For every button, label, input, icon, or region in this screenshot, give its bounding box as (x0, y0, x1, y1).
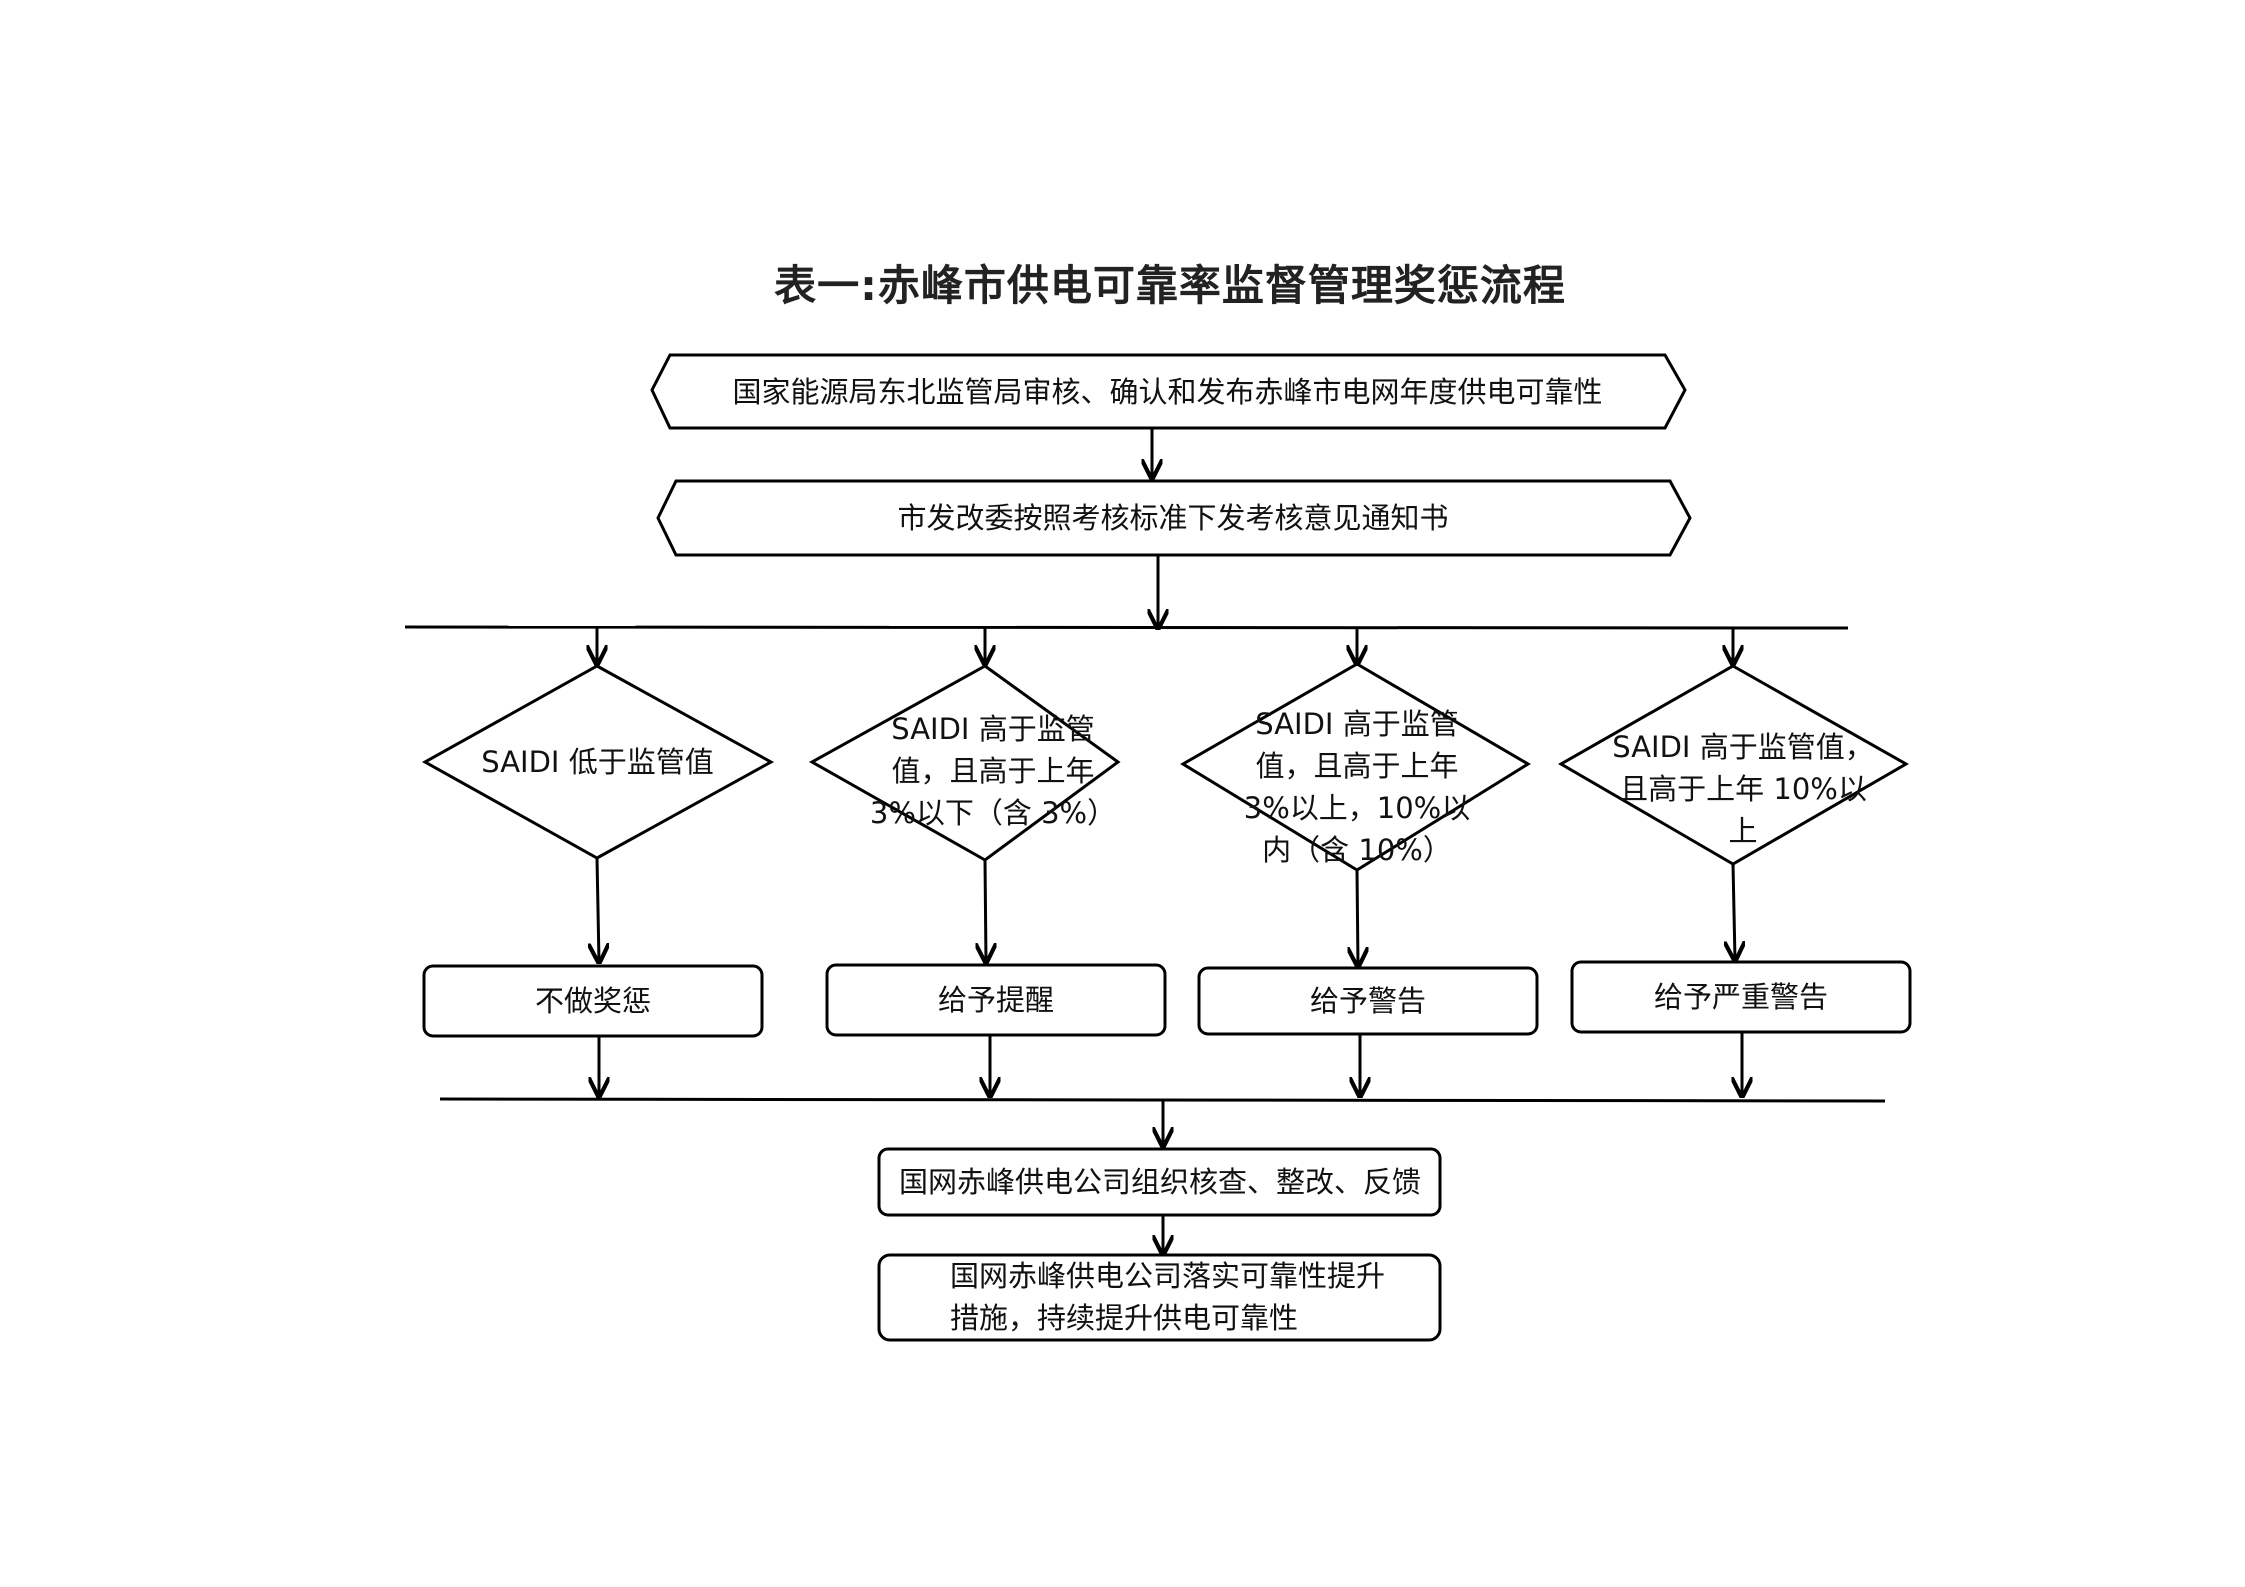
notice-step: 市发改委按照考核标准下发考核意见通知书 (897, 501, 1449, 535)
result-2: 给予提醒 (937, 983, 1054, 1017)
condition-4: SAIDI 高于监管值，且高于上年 10%以上 (1612, 730, 1874, 848)
condition-2: SAIDI 高于监管值，且高于上年 3%以下（含 3%） (869, 712, 1117, 830)
check-box (877, 1147, 1442, 1217)
split-bar (404, 625, 1849, 630)
condition-1: SAIDI 低于监管值 (481, 745, 714, 779)
result-box-3 (1197, 966, 1539, 1036)
publish-step: 国家能源局东北监管局审核、确认和发布赤峰市电网年度供电可靠性 (732, 375, 1603, 409)
result-1: 不做奖惩 (534, 984, 651, 1018)
final-improve: 国网赤峰供电公司落实可靠性提升措施，持续提升供电可靠性 (950, 1259, 1386, 1335)
result-box-2 (825, 963, 1167, 1037)
result-box-1 (422, 964, 764, 1038)
result-4: 给予严重警告 (1653, 980, 1828, 1014)
result-3: 给予警告 (1309, 984, 1426, 1018)
improve-box (877, 1253, 1442, 1342)
notice-box (656, 479, 1692, 557)
final-check: 国网赤峰供电公司组织核查、整改、反馈 (898, 1165, 1421, 1199)
publish-box (650, 353, 1687, 430)
condition-3: SAIDI 高于监管值，且高于上年 3%以上，10%以内（含 10%） (1243, 707, 1471, 867)
page-title: 表一:赤峰市供电可靠率监督管理奖惩流程 (774, 261, 1566, 310)
